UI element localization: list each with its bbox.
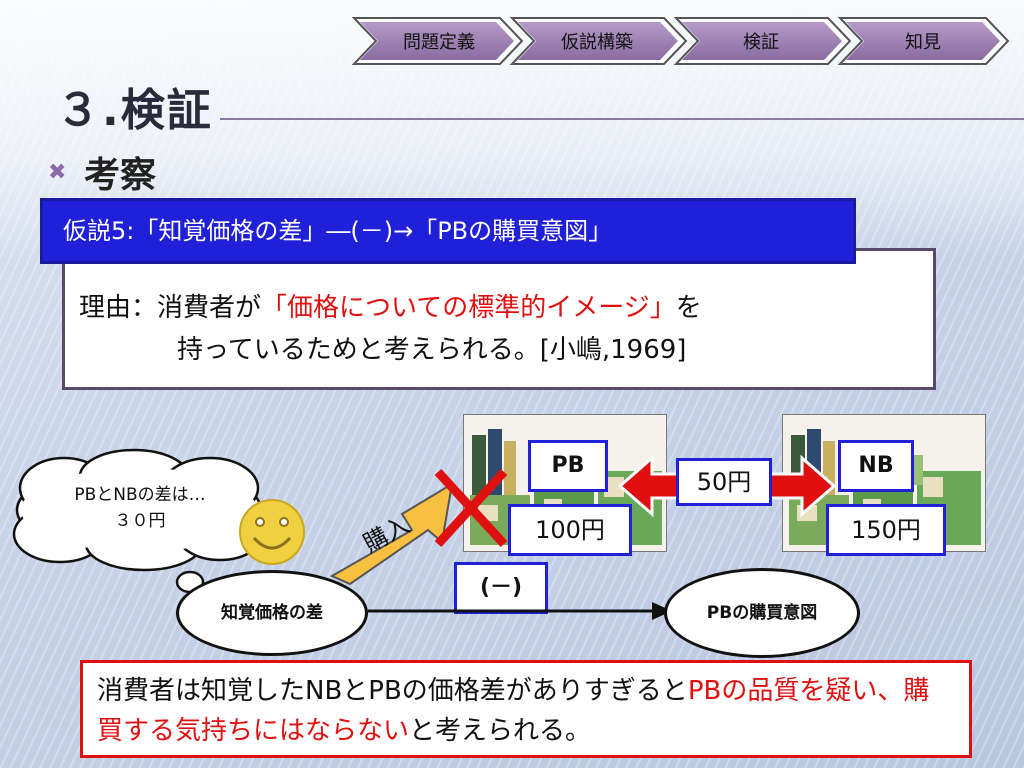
- purchase-intent-node: PBの購買意図: [664, 568, 860, 658]
- conclusion-highlight: PBの品質を疑い、購買する気持ちにはならない: [97, 676, 930, 746]
- thought-cloud: [12, 448, 266, 594]
- conclusion-part-3: と考えられる。: [409, 716, 592, 746]
- bullet-heading: 考察: [84, 155, 157, 196]
- nb-label: NB: [838, 440, 914, 492]
- title-divider: [220, 118, 1024, 120]
- perceived-price-node: 知覚価格の差: [176, 570, 368, 656]
- purchase-arrow: [329, 482, 454, 586]
- nav-step-verification[interactable]: 検証: [743, 32, 779, 53]
- red-x-icon: [434, 468, 508, 548]
- nav-step-hypothesis[interactable]: 仮説構築: [561, 32, 633, 53]
- negative-relation-label: (－): [454, 562, 548, 614]
- smiley-face-icon: [239, 499, 305, 565]
- reason-suffix: を: [675, 293, 702, 323]
- pb-price-label: 100円: [508, 504, 632, 556]
- process-nav-chevrons: [352, 17, 1010, 65]
- slide-title: ３.検証: [56, 85, 213, 136]
- price-difference-label: 50円: [676, 458, 772, 506]
- hypothesis-header: 仮説5:「知覚価格の差」―(－)→「PBの購買意図」: [40, 198, 856, 264]
- conclusion-part-1: 消費者は知覚したNBとPBの価格差がありすぎると: [97, 676, 688, 706]
- reason-prefix: 理由：消費者が: [79, 293, 262, 323]
- thought-cloud-text: PBとNBの差は… ３０円: [20, 482, 260, 534]
- thought-line-2: ３０円: [114, 511, 166, 531]
- pb-label: PB: [528, 440, 608, 492]
- causal-arrow: [368, 602, 672, 620]
- thought-line-1: PBとNBの差は…: [74, 485, 206, 505]
- conclusion-box: 消費者は知覚したNBとPBの価格差がありすぎるとPBの品質を疑い、購買する気持ち…: [80, 660, 972, 758]
- reason-box: 理由：消費者が「価格についての標準的イメージ」を 持っているためと考えられる。[…: [62, 248, 936, 390]
- reason-line-1: 理由：消費者が「価格についての標準的イメージ」を: [79, 287, 702, 324]
- nb-price-label: 150円: [826, 504, 946, 556]
- reason-highlight: 「価格についての標準的イメージ」: [261, 293, 676, 323]
- reason-line-2: 持っているためと考えられる。[小嶋,1969]: [177, 335, 687, 365]
- cross-bullet-icon: ✖: [48, 160, 67, 185]
- nav-step-findings[interactable]: 知見: [905, 32, 941, 53]
- process-nav: 問題定義 仮説構築 検証 知見: [352, 16, 1010, 66]
- nav-step-problem-definition[interactable]: 問題定義: [403, 32, 475, 53]
